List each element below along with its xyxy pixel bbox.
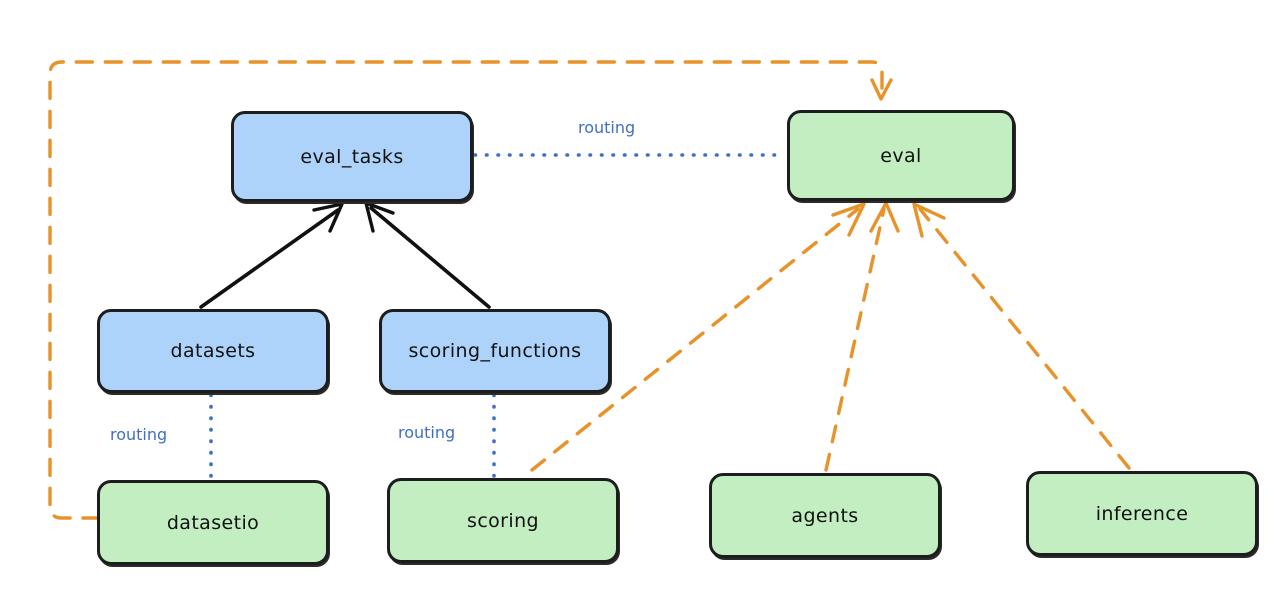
node-datasets-label: datasets bbox=[170, 340, 256, 362]
edge-label-routing-datasetio: routing bbox=[110, 425, 168, 444]
node-eval-tasks-label: eval_tasks bbox=[300, 145, 404, 168]
node-scoring-functions[interactable]: scoring_functions bbox=[379, 309, 611, 393]
edge-datasets-to-eval-tasks bbox=[199, 202, 344, 309]
node-datasets[interactable]: datasets bbox=[97, 309, 329, 393]
node-eval-label: eval bbox=[880, 144, 922, 167]
node-scoring[interactable]: scoring bbox=[387, 478, 619, 563]
node-scoring-functions-label: scoring_functions bbox=[408, 340, 582, 362]
edge-label-routing-scoring: routing bbox=[398, 423, 456, 442]
node-eval-tasks[interactable]: eval_tasks bbox=[231, 111, 473, 202]
node-agents-label: agents bbox=[791, 504, 859, 527]
node-inference[interactable]: inference bbox=[1026, 471, 1258, 556]
edge-label-routing-eval: routing bbox=[578, 118, 636, 137]
node-agents[interactable]: agents bbox=[709, 473, 941, 558]
edge-agents-to-eval bbox=[824, 201, 900, 472]
edge-inference-to-eval bbox=[912, 202, 1131, 470]
edge-scoring-functions-to-eval-tasks bbox=[364, 201, 491, 309]
node-scoring-label: scoring bbox=[467, 509, 539, 532]
node-datasetio[interactable]: datasetio bbox=[97, 480, 329, 565]
node-inference-label: inference bbox=[1095, 502, 1189, 525]
node-datasetio-label: datasetio bbox=[166, 511, 260, 534]
node-eval[interactable]: eval bbox=[787, 110, 1015, 201]
